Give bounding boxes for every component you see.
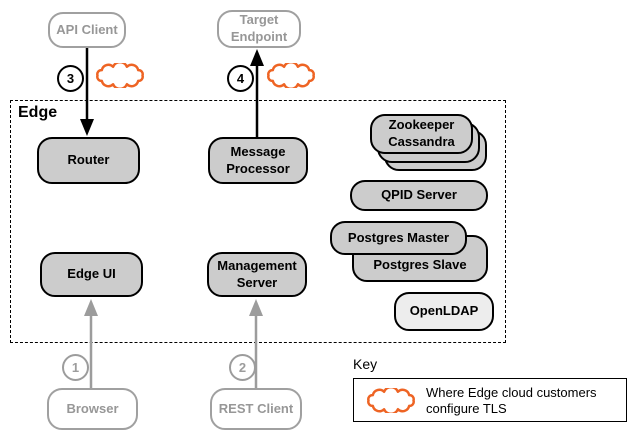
node-router-label: Router — [67, 152, 110, 168]
key-title: Key — [353, 356, 378, 372]
step-marker-3-number: 3 — [66, 71, 75, 86]
step-marker-2: 2 — [229, 354, 256, 381]
node-postgres-slave-label: Postgres Slave — [373, 257, 467, 273]
step-marker-2-number: 2 — [238, 360, 247, 375]
node-router: Router — [37, 137, 140, 184]
node-rest-client: REST Client — [210, 388, 302, 430]
node-edge-ui-label: Edge UI — [67, 266, 116, 282]
edge-boundary-label: Edge — [18, 104, 58, 121]
node-management-server: Management Server — [207, 252, 307, 297]
step-marker-1-number: 1 — [71, 360, 80, 375]
key-legend-box: Where Edge cloud customers configure TLS — [353, 378, 627, 422]
node-edge-ui: Edge UI — [40, 252, 143, 297]
node-zookeeper-cassandra: Zookeeper Cassandra — [370, 114, 473, 154]
step-marker-4: 4 — [227, 65, 254, 92]
node-openldap-label: OpenLDAP — [409, 303, 479, 319]
node-api-client: API Client — [48, 12, 126, 48]
node-browser: Browser — [47, 388, 138, 430]
node-browser-label: Browser — [66, 400, 119, 416]
step-marker-3: 3 — [57, 65, 84, 92]
node-cassandra-label: Cassandra — [388, 134, 455, 149]
step-marker-1: 1 — [62, 354, 89, 381]
node-openldap: OpenLDAP — [394, 292, 494, 331]
node-target-endpoint: Target Endpoint — [217, 10, 301, 48]
node-message-processor: Message Processor — [208, 137, 308, 184]
tls-cloud-shape — [267, 63, 315, 88]
tls-cloud-shape — [367, 388, 415, 413]
key-cloud-description: Where Edge cloud customers configure TLS — [426, 385, 597, 417]
node-qpid-server-label: QPID Server — [381, 187, 457, 203]
node-target-endpoint-label: Target Endpoint — [230, 12, 288, 44]
tls-cloud-icon-3 — [96, 63, 144, 88]
node-message-processor-label: Message Processor — [226, 143, 290, 176]
node-rest-client-label: REST Client — [218, 400, 294, 416]
node-postgres-master-label: Postgres Master — [347, 229, 450, 245]
node-postgres-master: Postgres Master — [330, 221, 467, 255]
tls-cloud-icon-key — [367, 388, 415, 413]
tls-cloud-shape — [96, 63, 144, 88]
node-management-server-label: Management Server — [217, 257, 297, 290]
node-qpid-server: QPID Server — [350, 180, 488, 211]
node-zookeeper-label: Zookeeper — [388, 117, 455, 133]
node-api-client-label: API Client — [56, 21, 118, 37]
step-marker-4-number: 4 — [236, 71, 245, 86]
tls-cloud-icon-4 — [267, 63, 315, 88]
